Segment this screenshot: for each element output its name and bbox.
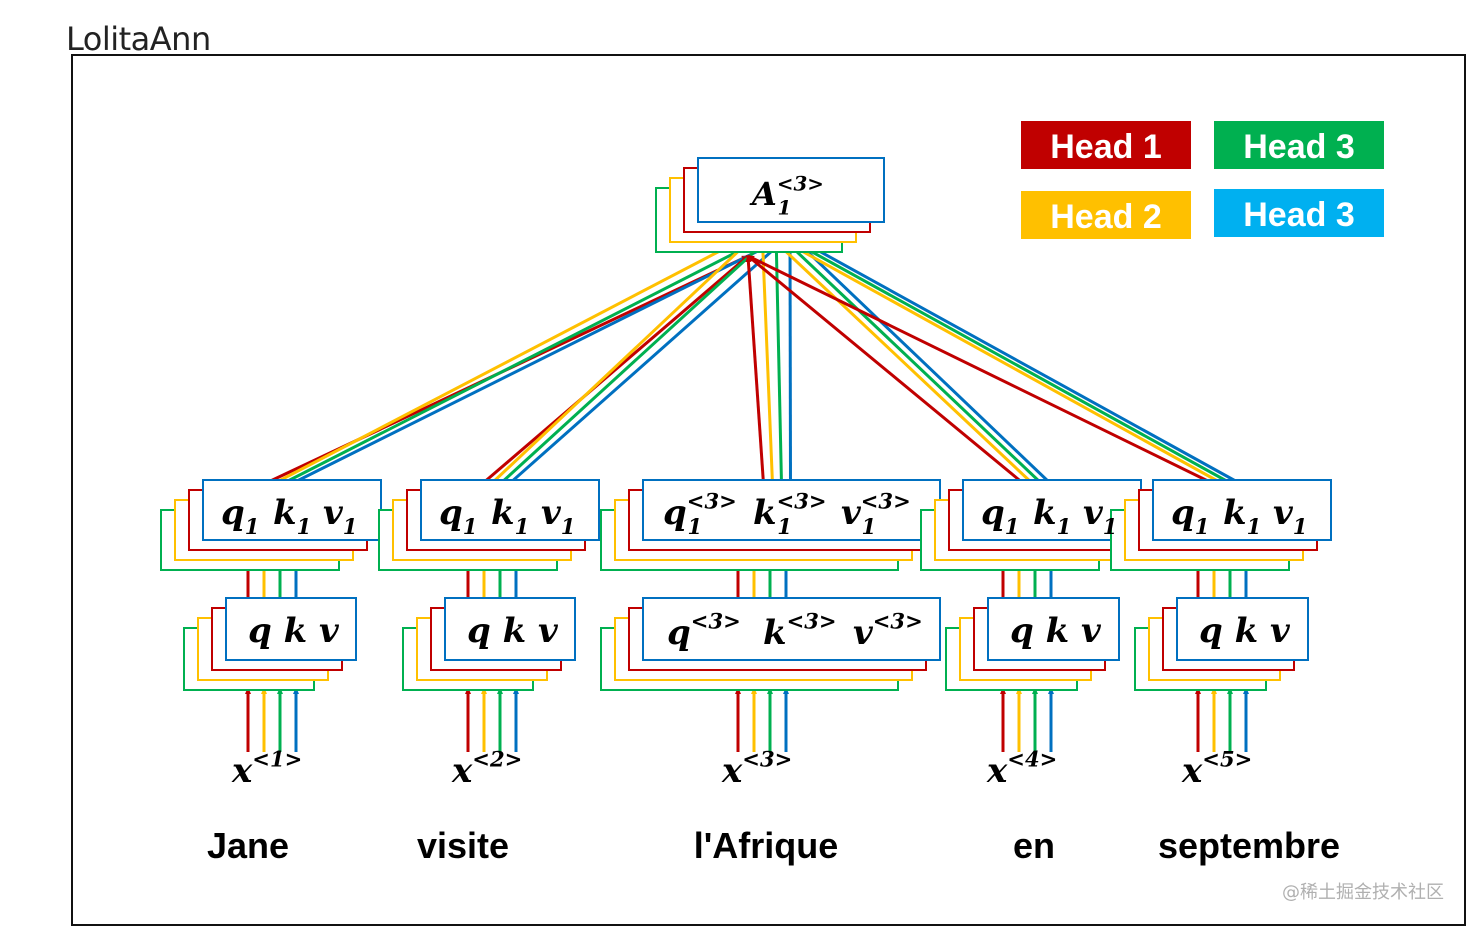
legend-swatch xyxy=(1021,191,1191,239)
legend-swatch xyxy=(1214,189,1384,237)
qkv-label: q k v xyxy=(248,611,340,651)
head-v-label: v1 xyxy=(1273,493,1307,539)
head-q-label: q1 xyxy=(439,493,477,539)
head-k-label: k1 xyxy=(273,493,311,539)
word-label: visite xyxy=(417,825,509,866)
legend-label: Head 1 xyxy=(1050,128,1162,166)
input-x-label: x<4> xyxy=(986,747,1057,791)
attention-arrow xyxy=(760,227,1035,486)
qkv-stack-front xyxy=(987,597,1120,661)
qkv-stack xyxy=(1134,597,1309,691)
center-q-label: q<3>1 xyxy=(663,489,737,540)
attention-arrow xyxy=(788,233,1053,486)
attention-arrow xyxy=(745,255,765,485)
attention-arrow xyxy=(481,254,749,486)
qkv-stack xyxy=(402,597,576,691)
head-q-label: q1 xyxy=(981,493,1019,539)
attention-arrow xyxy=(281,230,777,486)
output-stack xyxy=(655,157,885,253)
attention-arrow xyxy=(787,234,794,485)
legend-item: Head 2 xyxy=(1021,191,1191,239)
attention-arrow xyxy=(747,254,1025,486)
qkv-stack-front xyxy=(1176,597,1309,661)
qkv-label: q k v xyxy=(1010,611,1102,651)
attention-arrow xyxy=(789,233,1242,486)
attention-arrow xyxy=(498,230,778,486)
center-q-plain: q<3> xyxy=(667,609,741,653)
attention-arrow xyxy=(747,254,1215,486)
input-x-label: x<5> xyxy=(1181,747,1252,791)
center-k-plain: k<3> xyxy=(763,609,837,653)
center-v-plain: v<3> xyxy=(853,609,923,653)
legend-item: Head 3 xyxy=(1214,121,1384,169)
legend-swatch xyxy=(1214,121,1384,169)
word-label: Jane xyxy=(207,825,289,866)
attention-arrow xyxy=(489,227,764,486)
word-label: septembre xyxy=(1158,825,1340,866)
head-k-label: k1 xyxy=(1223,493,1261,539)
legend-item: Head 1 xyxy=(1021,121,1191,169)
head-qkv-stack-front xyxy=(1152,479,1332,541)
watermark: @稀土掘金技术社区 xyxy=(1282,882,1444,903)
qkv-stack-front xyxy=(642,597,941,661)
legend-swatch xyxy=(1021,121,1191,169)
qkv-stack xyxy=(945,597,1120,691)
head-v-label: v1 xyxy=(541,493,575,539)
attention-arrow xyxy=(775,230,1233,486)
qkv-stack xyxy=(600,597,941,691)
head-qkv-stack-front xyxy=(420,479,600,541)
attention-arrow xyxy=(761,227,1224,486)
qkv-label: q k v xyxy=(1199,611,1291,651)
attention-arrow xyxy=(773,231,783,485)
head-v-label: v1 xyxy=(323,493,357,539)
head-qkv-stack xyxy=(378,479,600,571)
word-label: l'Afrique xyxy=(694,825,839,866)
attention-arrow xyxy=(272,227,763,486)
head-k-label: k1 xyxy=(1033,493,1071,539)
center-v-label: v<3>1 xyxy=(841,489,911,540)
head-qkv-stack xyxy=(160,479,382,571)
input-x-label: x<1> xyxy=(231,747,302,791)
head-q-label: q1 xyxy=(1171,493,1209,539)
head-k-label: k1 xyxy=(491,493,529,539)
attention-arrow xyxy=(774,230,1044,486)
qkv-stack-front xyxy=(444,597,576,661)
qkv-label: q k v xyxy=(467,611,559,651)
diagram-frame xyxy=(71,54,1466,926)
word-label: en xyxy=(1013,825,1055,866)
author-label: LolitaAnn xyxy=(66,20,211,58)
head-q-label: q1 xyxy=(221,493,259,539)
attention-arrow xyxy=(759,228,774,485)
attention-arrow xyxy=(508,233,791,486)
head-qkv-stack-front xyxy=(202,479,382,541)
input-x-label: x<3> xyxy=(721,747,792,791)
output-label: A<3>1 xyxy=(749,172,824,220)
output-stack-front xyxy=(697,157,885,223)
center-k-label: k<3>1 xyxy=(753,489,827,540)
head-qkv-stack-front xyxy=(642,479,941,541)
head-v-label: v1 xyxy=(1083,493,1117,539)
qkv-stack-front xyxy=(225,597,357,661)
legend-label: Head 3 xyxy=(1243,128,1355,166)
input-x-label: x<2> xyxy=(451,747,522,791)
head-qkv-stack xyxy=(600,479,941,571)
qkv-stack xyxy=(183,597,357,691)
legend-item: Head 3 xyxy=(1214,189,1384,237)
attention-arrow xyxy=(290,233,791,486)
head-qkv-stack xyxy=(1110,479,1332,571)
legend-label: Head 3 xyxy=(1243,196,1355,234)
legend-label: Head 2 xyxy=(1050,198,1162,236)
